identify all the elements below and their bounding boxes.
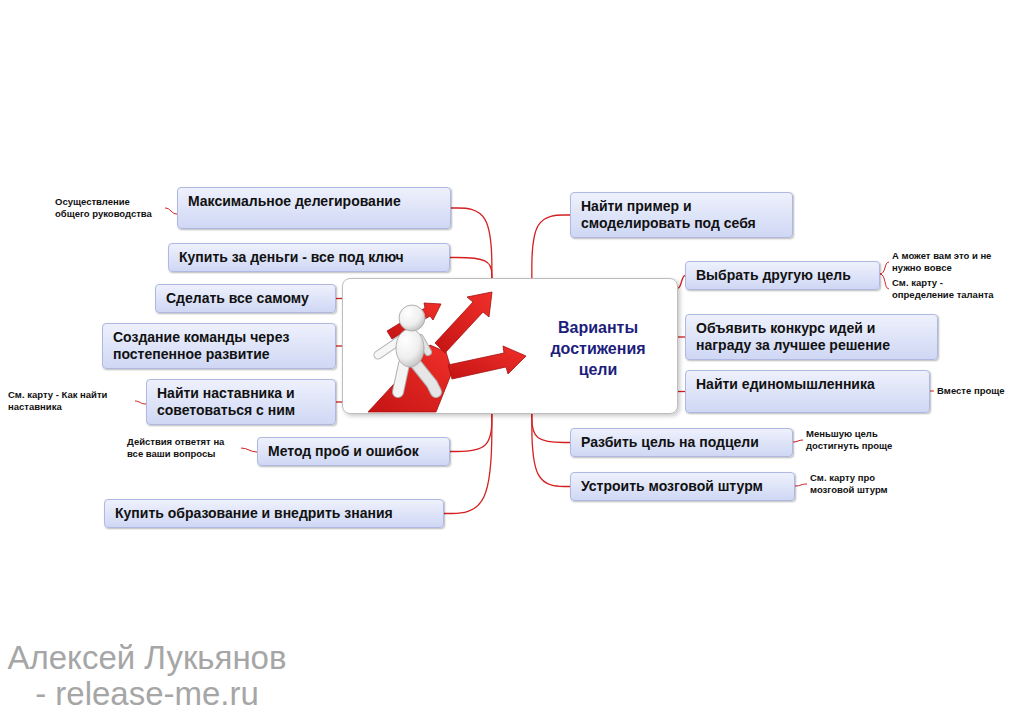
figure-leg [416,364,436,392]
figure-leg [398,364,404,392]
branch-line [532,215,570,278]
branch-box: Метод проб и ошибок [257,437,450,466]
branch-line [678,276,685,289]
node-text: Объявить конкурс идей и награду за лучше… [696,320,927,354]
note-text: См. карту про мозговой штурм [810,472,898,496]
figure-leg [398,364,404,392]
branch-box: Объявить конкурс идей и награду за лучше… [685,314,938,360]
branch-box: Найти единомышленника [685,370,930,413]
node-text: Найти пример и смоделировать под себя [581,198,782,232]
branch-box: Купить за деньги - все под ключ [168,243,450,272]
branch-box: Найти пример и смоделировать под себя [570,192,793,238]
note-text: Осуществление общего руководства [55,196,160,220]
leader-line [880,274,889,289]
node-text: Максимальное делегирование [188,193,440,210]
note-text: Вместе проще [937,385,1017,397]
note-text: См. карту - Как найти наставника [8,389,130,413]
note-text: См. карту - определение таланта [892,277,996,301]
branch-box: Устроить мозговой штурм [570,472,795,501]
node-text: Сделать все самому [166,290,325,307]
note-holder: Осуществление общего руководства [55,196,160,220]
branch-line [678,336,685,337]
watermark-holder: Алексей Лукьянов - release-me.ru [4,640,290,712]
note-holder: См. карту - определение таланта [892,277,996,301]
branch-line [678,391,685,392]
figure-leg [416,364,436,392]
leader-line [241,448,257,452]
white-figure [378,305,436,392]
node-text: Разбить цель на подцели [581,434,782,451]
leader-line [135,401,146,404]
branch-line [451,208,492,278]
leader-line [165,208,177,214]
branch-box: Купить образование и внедрить знания [104,499,444,528]
branch-box: Создание команды через постепенное разви… [102,323,336,369]
note-holder: См. карту про мозговой штурм [810,472,898,496]
branch-box: Максимальное делегирование [177,187,451,229]
note-holder: Меньшую цель достигнуть проще [806,428,914,452]
branch-box: Найти наставника и советоваться с ним [146,379,336,425]
figure-head [399,305,425,331]
branch-box: Сделать все самому [155,284,336,313]
node-text: Купить образование и внедрить знания [115,505,433,522]
branch-line [450,258,492,279]
node-text: Создание команды через постепенное разви… [113,329,325,363]
figure-body [396,329,424,367]
red-arrow [435,292,492,353]
node-text: Купить за деньги - все под ключ [179,249,439,266]
node-text: Найти единомышленника [696,376,919,393]
leader-line [880,262,889,274]
branch-box: Разбить цель на подцели [570,428,793,457]
node-text: Найти наставника и советоваться с ним [157,385,325,419]
note-text: Действия ответят на все ваши вопросы [127,436,235,460]
note-holder: А может вам это и не нужно вовсе [892,250,1014,274]
node-text: Метод проб и ошибок [268,443,439,460]
leader-line [795,484,807,486]
branch-box: Выбрать другую цель [685,261,880,290]
watermark: Алексей Лукьянов - release-me.ru [4,640,290,712]
branch-line [532,414,570,487]
red-arrows [368,292,526,412]
branch-line [450,414,492,452]
branch-line [444,414,492,514]
leader-line [793,440,803,442]
note-holder: См. карту - Как найти наставника [8,389,130,413]
node-text: Варианты достижения цели [539,317,657,380]
red-arrow [448,346,526,379]
node-text: Выбрать другую цель [696,267,869,284]
leader-line [930,391,934,392]
central-topic: Варианты достижения цели [342,278,678,414]
branch-line [532,414,570,443]
note-holder: Вместе проще [937,385,1017,397]
note-holder: Действия ответят на все ваши вопросы [127,436,235,460]
node-text: Устроить мозговой штурм [581,478,784,495]
note-text: А может вам это и не нужно вовсе [892,250,1014,274]
note-text: Меньшую цель достигнуть проще [806,428,914,452]
